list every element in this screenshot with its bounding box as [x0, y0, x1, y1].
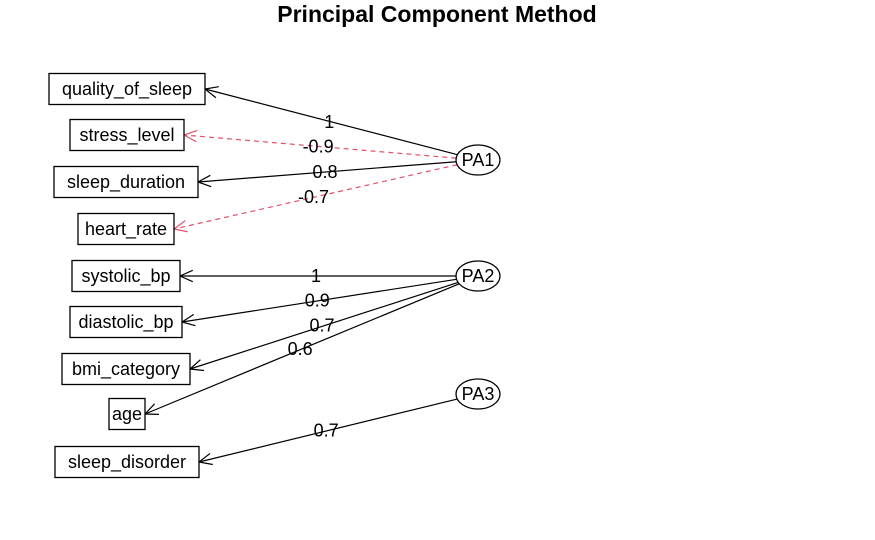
variable-label: sleep_disorder — [68, 452, 186, 473]
variable-label: age — [112, 404, 142, 424]
loading-line — [189, 281, 459, 370]
loading-value-label: 0.7 — [314, 421, 339, 441]
variable-box — [61, 352, 191, 386]
variable-node-diastolic-bp: diastolic_bp — [69, 305, 183, 339]
loading-edge-pa2-age: 0.6 — [143, 283, 460, 415]
loading-line — [204, 88, 458, 156]
variable-node-bmi-category: bmi_category — [61, 352, 191, 386]
loading-value-label: 0.9 — [305, 291, 330, 311]
arrowhead-icon — [172, 220, 188, 233]
loading-edge-pa1-stress-level: -0.9 — [182, 129, 457, 159]
loading-value-label: -0.9 — [303, 137, 334, 157]
factor-node-pa2: PA2 — [455, 260, 501, 292]
variable-label: sleep_duration — [67, 172, 185, 193]
variable-box — [53, 165, 199, 199]
factor-label: PA1 — [462, 150, 495, 170]
variable-box — [69, 118, 185, 152]
loading-edge-pa2-systolic-bp: 1 — [178, 266, 456, 286]
variable-box — [69, 305, 183, 339]
variable-node-sleep-duration: sleep_duration — [53, 165, 199, 199]
variable-label: systolic_bp — [81, 266, 170, 287]
factor-label: PA3 — [462, 384, 495, 404]
diagram-nodes: quality_of_sleep stress_level sleep_durati… — [48, 72, 501, 479]
factor-ellipse — [455, 144, 501, 176]
variable-node-sleep-disorder: sleep_disorder — [54, 445, 200, 479]
loading-line — [173, 164, 458, 230]
variable-label: diastolic_bp — [78, 312, 173, 333]
loading-edges: 1 -0.9 0.8 -0.7 1 0.9 0.7 0.6 0.7 — [143, 86, 460, 466]
variable-box — [48, 72, 206, 106]
loading-edge-pa1-sleep-duration: 0.8 — [196, 161, 457, 188]
loading-value-label: 1 — [311, 266, 321, 286]
factor-ellipse — [455, 378, 501, 410]
diagram-title: Principal Component Method — [277, 1, 596, 27]
variable-node-quality-of-sleep: quality_of_sleep — [48, 72, 206, 106]
loading-edge-pa3-sleep-disorder: 0.7 — [197, 398, 458, 466]
variable-node-systolic-bp: systolic_bp — [71, 259, 181, 293]
variable-label: stress_level — [79, 125, 174, 146]
variable-node-age: age — [108, 397, 146, 431]
loading-value-label: -0.7 — [298, 187, 329, 207]
variable-node-stress-level: stress_level — [69, 118, 185, 152]
loading-value-label: 0.7 — [310, 316, 335, 336]
variable-label: heart_rate — [85, 219, 167, 240]
loading-line — [144, 283, 460, 415]
loading-line — [183, 134, 457, 159]
loading-value-label: 0.8 — [313, 162, 338, 182]
loading-line — [181, 278, 457, 323]
factor-node-pa3: PA3 — [455, 378, 501, 410]
variable-node-heart-rate: heart_rate — [77, 212, 175, 246]
variable-box — [54, 445, 200, 479]
factor-ellipse — [455, 260, 501, 292]
loading-value-label: 0.6 — [288, 339, 313, 359]
factor-label: PA2 — [462, 266, 495, 286]
variable-label: quality_of_sleep — [62, 79, 192, 100]
loading-value-label: 1 — [324, 112, 334, 132]
variable-box — [108, 397, 146, 431]
variable-box — [71, 259, 181, 293]
variable-label: bmi_category — [72, 359, 180, 380]
variable-box — [77, 212, 175, 246]
loading-line — [198, 398, 458, 463]
loading-line — [197, 161, 457, 183]
factor-node-pa1: PA1 — [455, 144, 501, 176]
